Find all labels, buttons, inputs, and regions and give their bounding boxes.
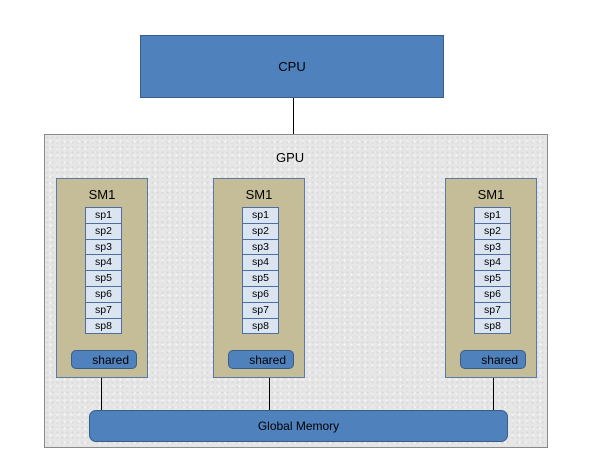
shared-memory: shared <box>71 350 137 369</box>
shared-memory: shared <box>228 350 294 369</box>
sp-cell: sp5 <box>85 270 122 287</box>
sp-cell: sp4 <box>242 254 279 272</box>
sp-cell: sp5 <box>242 270 279 287</box>
sp-cell: sp2 <box>474 222 511 240</box>
sp-list: sp1 sp2 sp3 sp4 sp5 sp6 sp7 sp8 <box>85 207 122 335</box>
sp-cell: sp5 <box>474 270 511 287</box>
sm-memory-connector <box>101 378 102 410</box>
sp-cell: sp1 <box>242 207 279 224</box>
sp-cell: sp7 <box>242 301 279 319</box>
sp-cell: sp8 <box>242 317 279 335</box>
cpu-block: CPU <box>140 35 444 98</box>
sp-cell: sp4 <box>474 254 511 272</box>
streaming-multiprocessor: SM1 sp1 sp2 sp3 sp4 sp5 sp6 sp7 sp8 shar… <box>445 178 537 378</box>
sp-cell: sp8 <box>85 317 122 335</box>
sp-cell: sp4 <box>85 254 122 272</box>
sp-list: sp1 sp2 sp3 sp4 sp5 sp6 sp7 sp8 <box>474 207 511 335</box>
sm-title: SM1 <box>245 187 273 202</box>
streaming-multiprocessor: SM1 sp1 sp2 sp3 sp4 sp5 sp6 sp7 sp8 shar… <box>213 178 305 378</box>
sp-cell: sp2 <box>85 222 122 240</box>
sp-cell: sp6 <box>242 285 279 303</box>
global-memory: Global Memory <box>89 410 508 442</box>
sp-cell: sp3 <box>85 238 122 256</box>
shared-memory: shared <box>460 350 526 369</box>
sp-cell: sp2 <box>242 222 279 240</box>
gpu-label: GPU <box>276 150 305 165</box>
sm-title: SM1 <box>88 187 116 202</box>
cpu-gpu-connector <box>293 98 294 134</box>
sm-memory-connector <box>493 378 494 410</box>
sp-list: sp1 sp2 sp3 sp4 sp5 sp6 sp7 sp8 <box>242 207 279 335</box>
sp-cell: sp7 <box>85 301 122 319</box>
sm-memory-connector <box>269 378 270 410</box>
sp-cell: sp3 <box>474 238 511 256</box>
sp-cell: sp1 <box>85 207 122 224</box>
streaming-multiprocessor: SM1 sp1 sp2 sp3 sp4 sp5 sp6 sp7 sp8 shar… <box>56 178 148 378</box>
sp-cell: sp1 <box>474 207 511 224</box>
sp-cell: sp8 <box>474 317 511 335</box>
sp-cell: sp6 <box>85 285 122 303</box>
sp-cell: sp3 <box>242 238 279 256</box>
sp-cell: sp6 <box>474 285 511 303</box>
sp-cell: sp7 <box>474 301 511 319</box>
sm-title: SM1 <box>477 187 505 202</box>
